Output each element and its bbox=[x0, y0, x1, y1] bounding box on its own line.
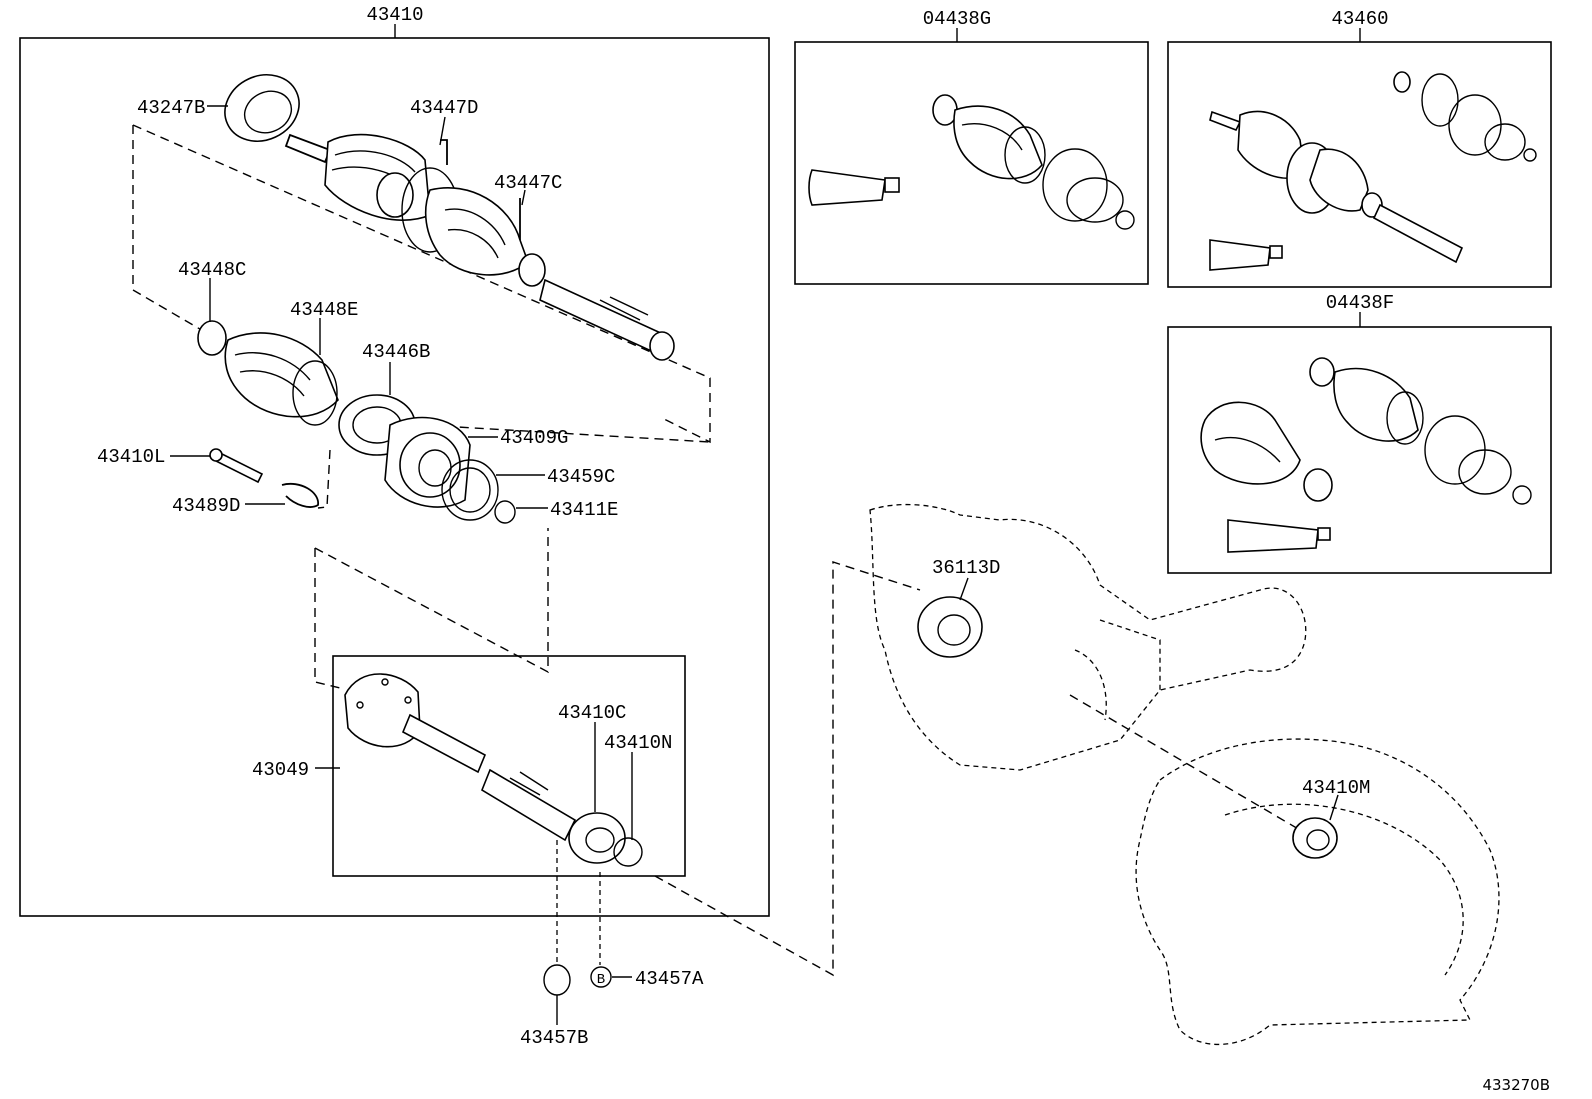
label-43410: 43410 bbox=[366, 4, 423, 26]
label-43447C: 43447C bbox=[494, 172, 562, 194]
drive-shaft-43460 bbox=[1209, 71, 1537, 271]
boot-kit-04438F bbox=[1200, 357, 1532, 553]
label-43410M: 43410M bbox=[1302, 777, 1370, 799]
label-43410C: 43410C bbox=[558, 702, 626, 724]
label-43460: 43460 bbox=[1331, 8, 1388, 30]
label-43447D: 43447D bbox=[410, 97, 478, 119]
frame-43049 bbox=[332, 655, 686, 877]
figure-reference: 433270B bbox=[1482, 1076, 1550, 1094]
label-43457B: 43457B bbox=[520, 1027, 588, 1049]
part-labels: 43410 04438G 43460 04438F 43247B 43447D … bbox=[97, 4, 1550, 1094]
label-43410L: 43410L bbox=[97, 446, 165, 468]
label-43410N: 43410N bbox=[604, 732, 672, 754]
label-43448C: 43448C bbox=[178, 259, 246, 281]
boot-kit-04438G bbox=[808, 94, 1135, 230]
reference-marker-circle bbox=[590, 966, 612, 988]
label-43049: 43049 bbox=[252, 759, 309, 781]
frame-04438G bbox=[794, 28, 1149, 285]
label-36113D: 36113D bbox=[932, 557, 1000, 579]
transmission-housing bbox=[1135, 738, 1500, 1046]
label-43489D: 43489D bbox=[172, 495, 240, 517]
inner-joint-assembly bbox=[197, 320, 516, 524]
label-43409G: 43409G bbox=[500, 427, 568, 449]
label-43448E: 43448E bbox=[290, 299, 358, 321]
frame-43460 bbox=[1167, 28, 1552, 288]
label-04438G: 04438G bbox=[923, 8, 991, 30]
dust-deflector-43247B bbox=[224, 74, 300, 142]
label-43247B: 43247B bbox=[137, 97, 205, 119]
label-43411E: 43411E bbox=[550, 499, 618, 521]
label-43446B: 43446B bbox=[362, 341, 430, 363]
assembly-dashed-lines bbox=[132, 124, 1301, 977]
drive-shaft-assembly bbox=[224, 74, 675, 361]
label-43457A: 43457A bbox=[635, 968, 704, 990]
leader-lines bbox=[170, 105, 1339, 978]
output-shaft-43049 bbox=[344, 673, 643, 867]
o-ring-43457B bbox=[543, 964, 571, 1025]
differential-housing bbox=[869, 503, 1307, 771]
frame-04438F bbox=[1167, 312, 1552, 574]
frame-43410 bbox=[19, 24, 770, 917]
label-04438F: 04438F bbox=[1326, 292, 1394, 314]
label-43459C: 43459C bbox=[547, 466, 615, 488]
reference-marker-b: B bbox=[597, 972, 605, 988]
